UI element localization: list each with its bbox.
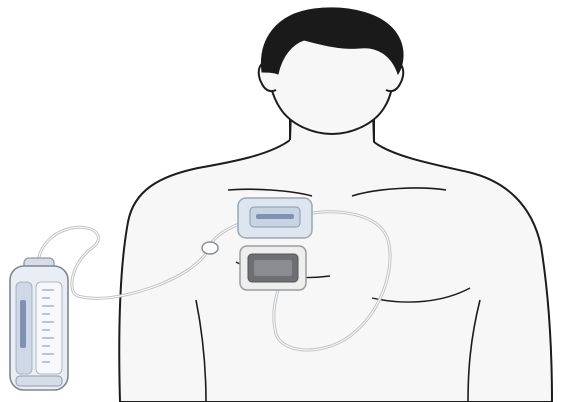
bottle-label-panel <box>36 282 62 374</box>
torso-outline <box>119 118 552 402</box>
tube-clamp <box>202 242 218 254</box>
lower-device-highlight <box>254 260 292 276</box>
bottle-accent <box>20 300 26 348</box>
bottle-base <box>16 376 62 386</box>
upper-dressing-strip <box>256 214 294 219</box>
drainage-bottle <box>10 258 68 390</box>
